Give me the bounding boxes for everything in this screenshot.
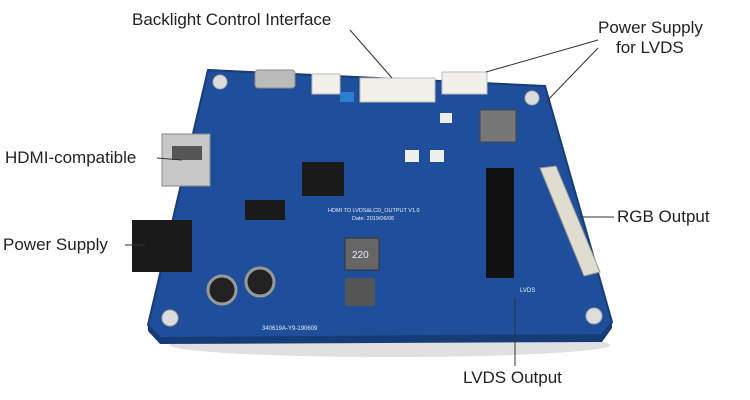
inductor-2	[345, 278, 375, 306]
label-rgb-output: RGB Output	[617, 207, 710, 226]
led	[440, 113, 452, 123]
backlight-connector	[359, 77, 436, 103]
label-hdmi-compatible: HDMI-compatible	[5, 148, 137, 167]
label-backlight-control-interface: Backlight Control Interface	[132, 10, 332, 29]
leader-backlight	[349, 29, 393, 79]
silkscreen-title: HDMI TO LVDS&LCD_OUTPUT V1.0	[328, 208, 420, 214]
mounting-hole	[161, 309, 179, 327]
leader-power-lvds-1	[485, 39, 599, 73]
led	[405, 150, 419, 162]
small-connector	[311, 73, 341, 95]
label-power-supply-lvds-line2: for LVDS	[616, 38, 684, 57]
lvds-power-connector	[441, 71, 488, 95]
leader-power-lvds-2	[545, 47, 599, 103]
leader-hdmi	[156, 157, 183, 161]
mounting-hole	[585, 307, 603, 325]
label-power-supply-lvds-line1: Power Supply	[598, 18, 703, 37]
jumper	[340, 92, 354, 102]
silkscreen-serial: 340619A-Y9-190609	[262, 326, 318, 332]
inductor-mark: 220	[352, 250, 369, 261]
capacitor	[244, 266, 276, 298]
ic-chip	[245, 200, 285, 220]
led	[430, 150, 444, 162]
label-lvds-output: LVDS Output	[463, 368, 562, 387]
power-jack	[132, 220, 192, 272]
usb-connector	[254, 69, 296, 89]
pcb-edge	[148, 322, 612, 344]
capacitor	[206, 274, 238, 306]
mounting-hole	[212, 74, 228, 90]
leader-lines	[125, 29, 614, 366]
main-chip	[302, 162, 344, 196]
label-power-supply: Power Supply	[3, 235, 108, 254]
rgb-fpc-connector	[539, 165, 601, 277]
inductor-lvds	[479, 109, 517, 143]
silkscreen-lvds: LVDS	[520, 288, 535, 294]
hdmi-port-opening	[172, 146, 202, 160]
silkscreen-date: Date: 2019/06/06	[352, 216, 394, 222]
mounting-hole	[524, 90, 540, 106]
inductor	[344, 237, 380, 271]
lvds-pin-header	[486, 168, 514, 278]
